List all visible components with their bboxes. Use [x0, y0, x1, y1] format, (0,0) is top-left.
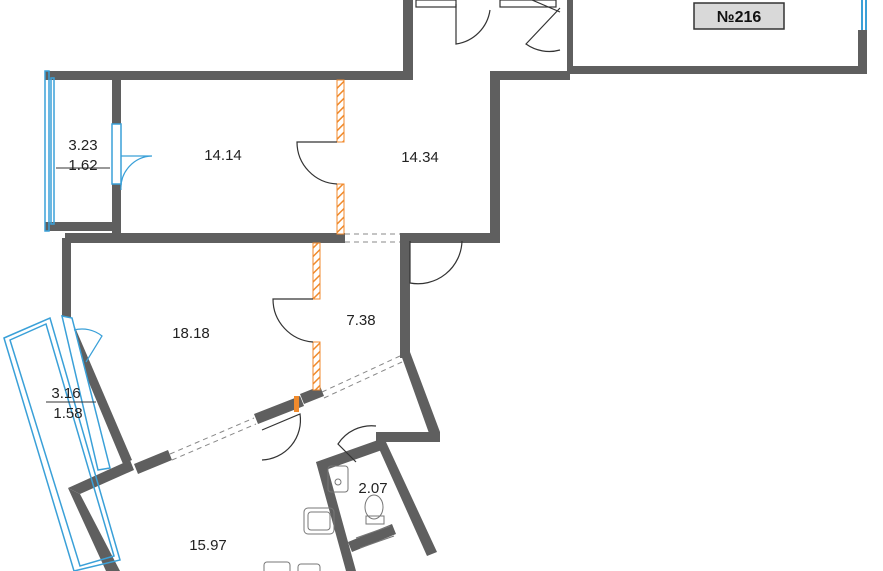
top-glazing [861, 0, 867, 30]
room-area-7-38: 7.38 [346, 312, 375, 329]
apartment-number: №216 [717, 9, 762, 26]
room-area-14-34: 14.34 [401, 149, 439, 166]
balcony-lower-area-bottom: 1.58 [53, 405, 82, 422]
doors [261, 141, 463, 463]
top-doors [415, 0, 561, 53]
apartment-number-badge: №216 [693, 2, 785, 30]
top-walls [403, 0, 867, 80]
room-area-15-97: 15.97 [189, 537, 227, 554]
bathroom-fixtures [263, 465, 395, 571]
balcony-lower: 3.16 1.58 [3, 315, 121, 571]
room-area-labels: 14.14 14.34 18.18 7.38 2.07 15.97 [172, 147, 439, 554]
room-area-2-07: 2.07 [358, 480, 387, 497]
balcony-upper: 3.23 1.62 [44, 70, 153, 232]
room-area-14-14: 14.14 [204, 147, 242, 164]
walls [62, 71, 570, 571]
dashed-openings [169, 233, 403, 461]
balcony-lower-area-top: 3.16 [51, 385, 80, 402]
balcony-upper-area-top: 3.23 [68, 137, 97, 154]
hatched-partitions [294, 79, 345, 412]
room-area-18-18: 18.18 [172, 325, 210, 342]
balcony-upper-area-bottom: 1.62 [68, 157, 97, 174]
